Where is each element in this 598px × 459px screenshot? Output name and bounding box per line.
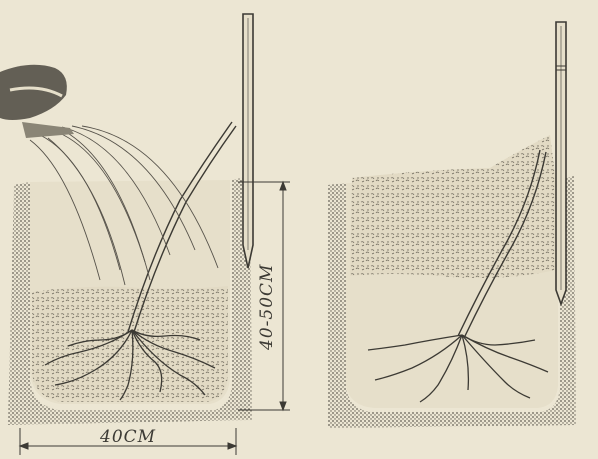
width-label: 40CM <box>99 427 156 447</box>
depth-label: 40-50CM <box>257 264 277 351</box>
right-pit-backfill <box>350 135 556 278</box>
left-planting-pit: 40-50CM 40CM <box>0 14 290 455</box>
left-pit-soil-fill <box>32 286 228 402</box>
right-measuring-stake <box>556 22 566 304</box>
left-measuring-stake <box>243 14 253 268</box>
right-planting-pit <box>328 22 576 428</box>
